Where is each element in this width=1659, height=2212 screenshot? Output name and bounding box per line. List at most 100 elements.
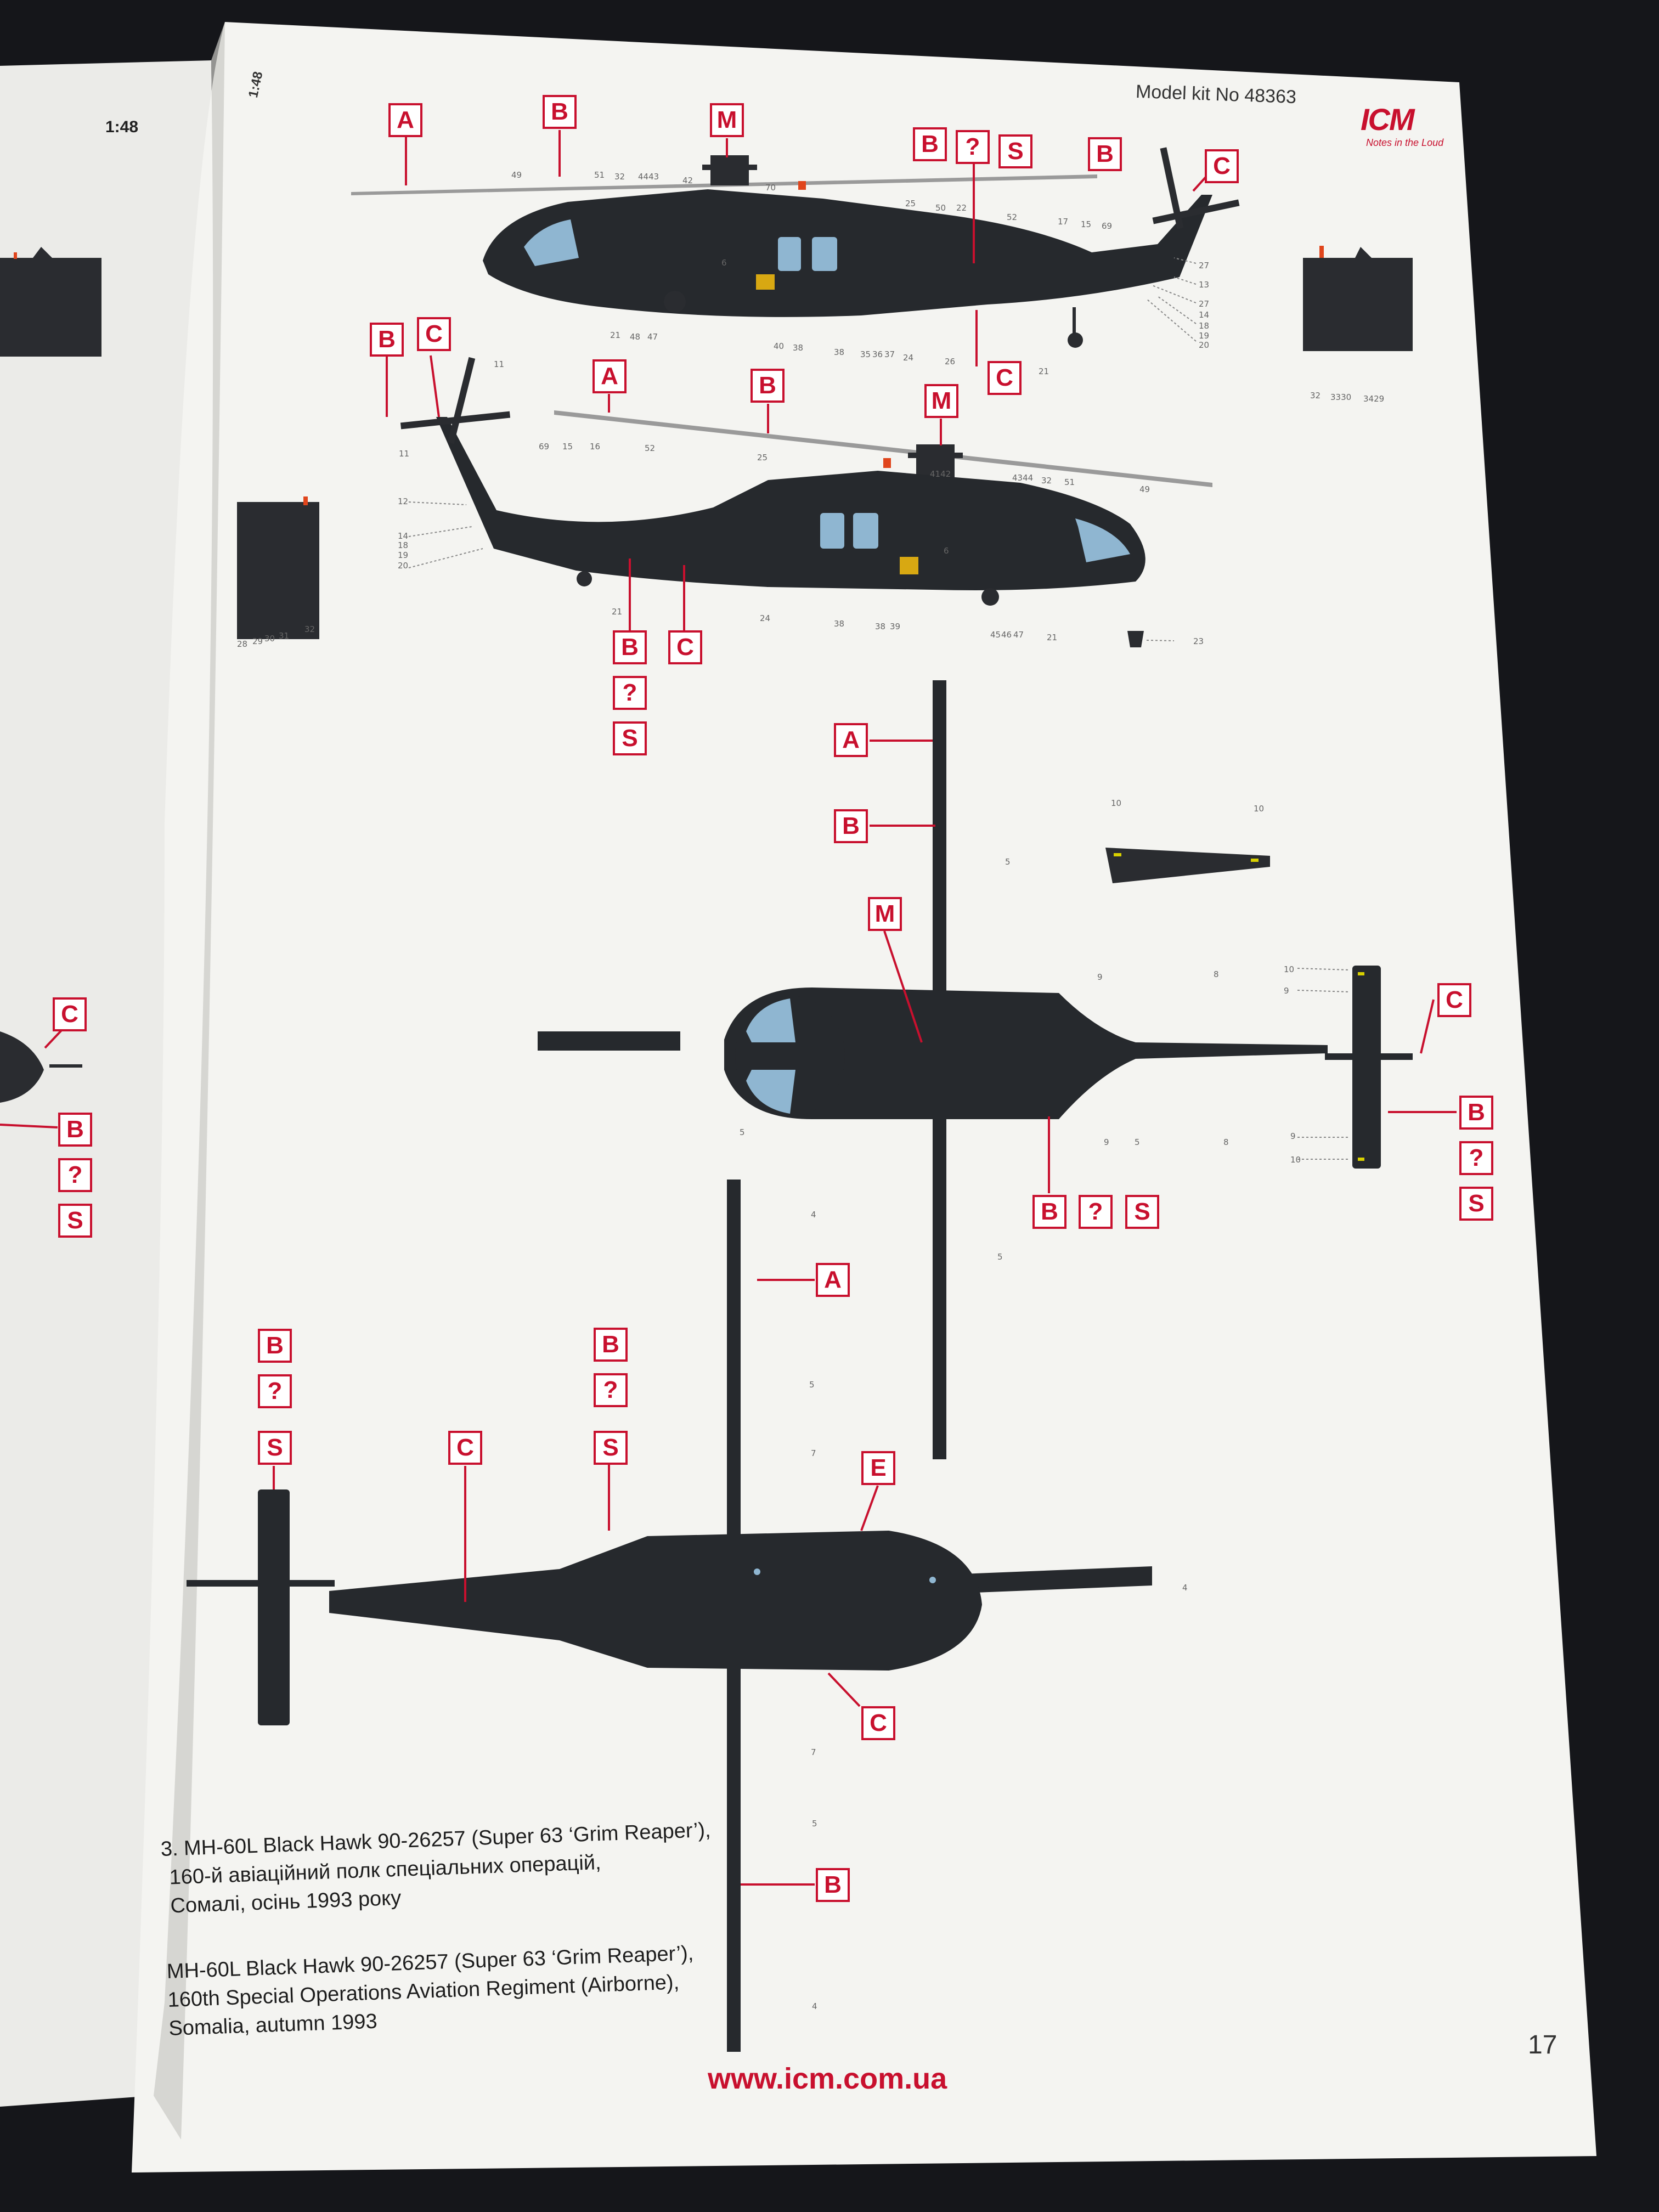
callout-s-tail-bottom: S: [258, 1431, 292, 1465]
decal-number: 47: [1013, 630, 1024, 640]
callout-m-rotor-head-mid: M: [924, 384, 958, 418]
callout-q-tail-plan: ?: [1459, 1141, 1493, 1175]
decal-number: 24: [760, 613, 771, 623]
decal-number: 69: [539, 442, 550, 452]
decal-number: 27: [1199, 299, 1210, 309]
fuselage: [483, 189, 1212, 317]
callout-b-tail-top: B: [1088, 137, 1122, 171]
decal-number: 10: [1254, 804, 1265, 814]
callout-c-cabin-bottom: C: [861, 1706, 895, 1740]
callout-q-fuselage-plan: ?: [1079, 1195, 1113, 1229]
callout-b-rotor-top: B: [543, 95, 577, 129]
decal-number: 5: [740, 1127, 745, 1137]
decal-number: 5: [997, 1252, 1003, 1262]
callout-c-boom-bottom: C: [448, 1431, 482, 1465]
helicopter-bottom-view: [187, 1180, 1152, 2052]
callout-leaders: [273, 130, 1457, 1886]
decal-number: 32: [614, 172, 625, 182]
decal-number: 37: [884, 349, 895, 359]
decal-number: 25: [905, 199, 916, 208]
left-callout-b-leader: [0, 1124, 58, 1128]
decal-number: 4443: [638, 172, 659, 182]
decal-number: 32: [1041, 476, 1052, 486]
decal-number: 5: [812, 1819, 817, 1829]
decal-number: 26: [945, 357, 956, 366]
callout-c-belly-top: C: [988, 361, 1022, 395]
decal-number: 36: [872, 349, 883, 359]
callout-c-tail-plan: C: [1437, 983, 1471, 1017]
callout-a-blade-plan: A: [834, 723, 868, 757]
brand-tagline: Notes in the Loud: [1366, 137, 1444, 148]
decal-number: 23: [1193, 636, 1204, 646]
decal-number: 9: [1284, 986, 1289, 996]
decal-number: 6: [944, 546, 949, 556]
decal-number: 39: [890, 622, 901, 631]
left-callout-c-leader: [44, 1028, 64, 1049]
stabilizer-detail: [1105, 848, 1270, 883]
callout-b-tail-mid: B: [370, 323, 404, 357]
decal-number: 38: [875, 622, 886, 631]
callout-c-tail-mid: C: [417, 317, 451, 351]
decal-number: 7: [811, 1448, 816, 1458]
decal-number: 27: [1199, 261, 1210, 270]
decal-number: 21: [1047, 633, 1058, 642]
callout-q-left-page: ?: [58, 1158, 92, 1192]
decal-number: 10: [1111, 798, 1122, 808]
main-rotor-blade: [554, 410, 1212, 487]
decal-number: 21: [610, 330, 621, 340]
decal-number: 45: [990, 630, 1001, 640]
decal-number: 20: [398, 561, 409, 571]
decal-number: 10: [1284, 964, 1295, 974]
callout-q-fuselage-mid: ?: [613, 676, 647, 710]
decal-number: 12: [398, 496, 409, 506]
callout-a-rotor-mid: A: [592, 359, 627, 393]
scale-label-left: 1:48: [105, 118, 139, 136]
left-page-tail-fragment-bottom: [0, 1031, 82, 1103]
callout-b-fuselage-plan: B: [1032, 1195, 1066, 1229]
callout-s-fuselage-plan: S: [1125, 1195, 1159, 1229]
footer-url: www.icm.com.ua: [708, 2062, 947, 2095]
decal-number: 13: [1199, 280, 1210, 290]
decal-number: 70: [765, 183, 776, 193]
decal-number: 32: [304, 624, 315, 634]
decal-number: 18: [1199, 321, 1210, 331]
decal-number: 48: [630, 332, 641, 342]
callout-s-fuselage-top: S: [998, 134, 1032, 168]
callout-b-rotor-mid: B: [751, 369, 785, 403]
callout-c-left-page: C: [53, 997, 87, 1031]
decal-number: 32: [1310, 391, 1321, 400]
callout-q-fuselage-top: ?: [956, 130, 990, 164]
decal-number: 8: [1223, 1137, 1229, 1147]
decal-number: 4: [811, 1210, 816, 1220]
decal-number: 5: [1005, 857, 1011, 867]
decal-number: 14: [1199, 310, 1210, 320]
windshield: [524, 219, 579, 266]
callout-b-blade-bottom: B: [816, 1868, 850, 1902]
decal-number: 5: [1135, 1137, 1140, 1147]
decal-number: 4: [812, 2001, 817, 2011]
callout-s-left-page: S: [58, 1204, 92, 1238]
callout-b-blade-plan: B: [834, 809, 868, 843]
callout-m-rotor-head-top: M: [710, 103, 744, 137]
decal-number: 40: [774, 341, 785, 351]
decal-number: 4142: [930, 469, 951, 479]
decal-number: 42: [682, 176, 693, 185]
decal-number: 9: [1097, 972, 1103, 982]
decal-number: 25: [757, 453, 768, 462]
callout-b-fuselage-bottom: B: [594, 1328, 628, 1362]
decal-number: 15: [1081, 219, 1092, 229]
callout-e-cabin-bottom: E: [861, 1451, 895, 1485]
helicopter-side-view-right: [400, 357, 1212, 647]
decal-number: 38: [834, 347, 845, 357]
decal-number: 8: [1214, 969, 1219, 979]
decal-number: 51: [1064, 477, 1075, 487]
tail-fin-detail-left: [237, 496, 319, 639]
decal-number: 51: [594, 170, 605, 180]
decal-number: 30: [264, 634, 275, 644]
decal-number-leaders: [408, 257, 1350, 1160]
callout-m-hub-plan: M: [868, 897, 902, 931]
left-page-tail-fragment-top: [0, 247, 101, 357]
decal-number: 19: [398, 550, 409, 560]
decal-number: 21: [1039, 366, 1049, 376]
